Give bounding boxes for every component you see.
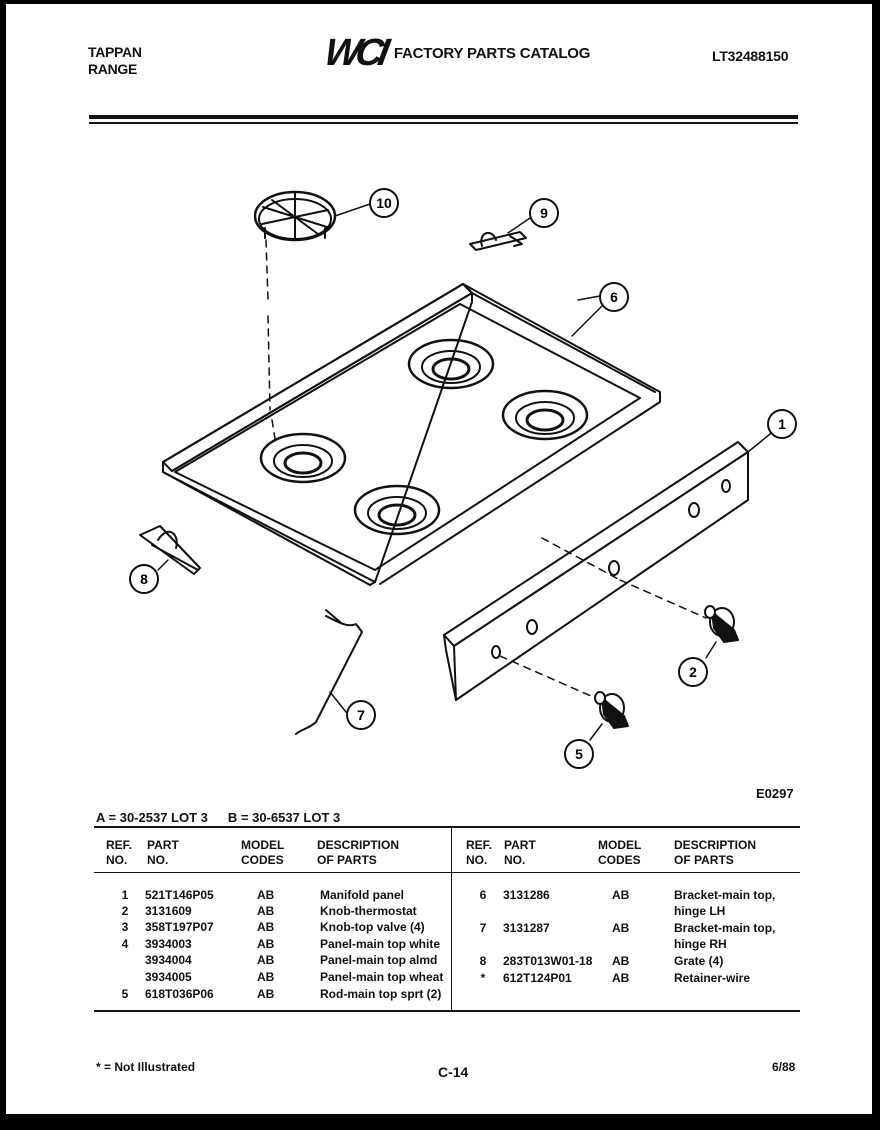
brand-block: TAPPAN RANGE [88, 44, 142, 78]
header-ref-left: REF.NO. [106, 838, 133, 867]
diagram-code: E0297 [756, 786, 794, 801]
callout-2: 2 [678, 657, 708, 687]
header-ref-right: REF.NO. [466, 838, 493, 867]
not-illustrated-note: * = Not Illustrated [96, 1060, 196, 1074]
model-number: LT32488150 [712, 48, 789, 64]
lot-b: B = 30-6537 LOT 3 [227, 810, 341, 825]
support-rod [295, 609, 363, 735]
svg-text:6: 6 [610, 289, 618, 305]
svg-text:10: 10 [376, 195, 392, 211]
catalog-page [6, 4, 872, 1114]
product-type: RANGE [88, 61, 138, 77]
grate [253, 190, 337, 242]
lot-legend: A = 30-2537 LOT 3 B = 30-6537 LOT 3 [96, 810, 340, 825]
svg-text:2: 2 [689, 664, 697, 680]
thermostat-knob [704, 605, 739, 643]
callout-7: 7 [346, 700, 376, 730]
table-bottom-rule [94, 1010, 800, 1012]
hinge-bracket-rh [469, 231, 527, 251]
callout-8: 8 [129, 564, 159, 594]
page-number: C-14 [438, 1064, 469, 1080]
svg-text:9: 9 [540, 205, 548, 221]
table-header-rule [94, 872, 800, 873]
callout-1: 1 [767, 409, 797, 439]
svg-text:5: 5 [575, 746, 583, 762]
burner-rear-right [501, 389, 589, 441]
header-rule-thin [89, 122, 798, 124]
hinge-bracket-lh [139, 525, 201, 575]
catalog-heading: WCI FACTORY PARTS CATALOG [321, 32, 591, 74]
table-top-rule [94, 826, 800, 828]
lot-a: A = 30-2537 LOT 3 [96, 810, 208, 825]
burner-front-left [259, 432, 347, 484]
brand-name: TAPPAN [88, 44, 142, 60]
callout-6-top: 6 [599, 282, 629, 312]
callout-10: 10 [369, 188, 399, 218]
top-valve-knob [594, 691, 629, 729]
manifold-panel [443, 441, 749, 701]
svg-text:1: 1 [778, 416, 786, 432]
header-rule [89, 115, 798, 119]
callout-5: 5 [564, 739, 594, 769]
catalog-date: 6/88 [772, 1060, 796, 1074]
catalog-title: FACTORY PARTS CATALOG [393, 44, 591, 62]
table-divider [451, 828, 452, 1010]
callout-9: 9 [529, 198, 559, 228]
main-top-panel [162, 283, 661, 586]
svg-text:8: 8 [140, 571, 148, 587]
burner-rear-left [407, 338, 495, 390]
svg-text:7: 7 [357, 707, 365, 723]
burner-front-right [353, 484, 441, 536]
exploded-parts-diagram: 10 9 6 1 8 7 2 5 [129, 188, 797, 769]
